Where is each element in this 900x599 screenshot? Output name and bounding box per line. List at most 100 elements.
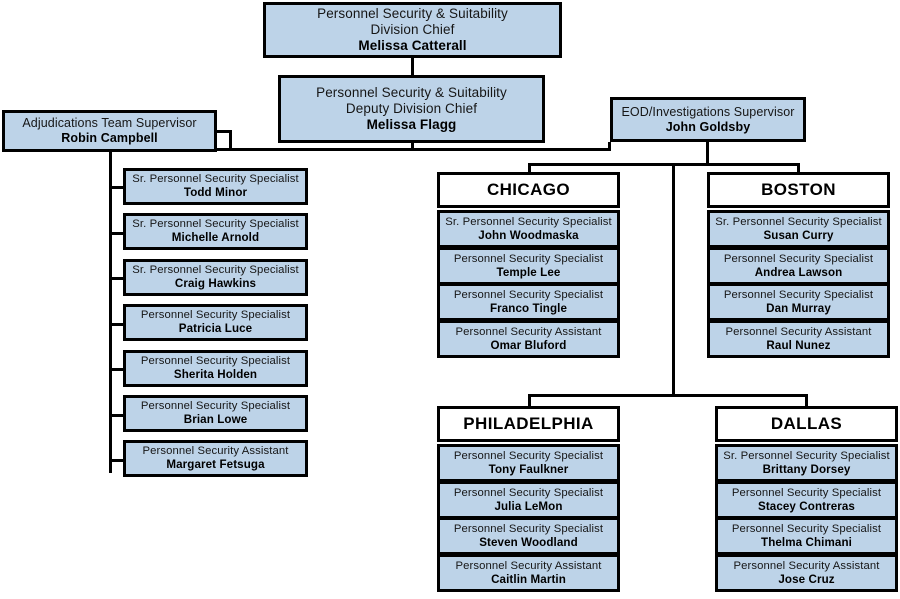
eod-supervisor-box[interactable]: EOD/Investigations Supervisor John Golds… xyxy=(610,97,806,142)
staff-title: Sr. Personnel Security Specialist xyxy=(132,264,299,276)
field-office-chicago: CHICAGO Sr. Personnel Security Specialist… xyxy=(437,172,620,358)
field-office-city-label: PHILADELPHIA xyxy=(463,413,594,433)
division-chief-box[interactable]: Personnel Security & Suitability Divisio… xyxy=(263,2,562,58)
connector-bus-lower xyxy=(528,394,808,397)
connector-adj-stub-1 xyxy=(109,186,125,189)
staff-title: Personnel Security Assistant xyxy=(142,445,289,457)
staff-name: Franco Tingle xyxy=(489,301,568,315)
field-office-header[interactable]: PHILADELPHIA xyxy=(437,406,620,442)
staff-name: Brian Lowe xyxy=(183,413,248,427)
field-office-philadelphia: PHILADELPHIA Personnel Security Specialis… xyxy=(437,406,620,592)
eod-supervisor-title: EOD/Investigations Supervisor xyxy=(621,104,795,119)
field-office-header[interactable]: CHICAGO xyxy=(437,172,620,208)
staff-name: Thelma Chimani xyxy=(761,535,852,549)
division-chief-title-line1: Personnel Security & Suitability xyxy=(317,6,508,22)
division-chief-name: Melissa Catterall xyxy=(358,37,467,53)
staff-title: Personnel Security Assistant xyxy=(455,559,602,572)
staff-name: Brittany Dorsey xyxy=(762,462,851,476)
staff-title: Personnel Security Specialist xyxy=(453,449,604,462)
deputy-name: Melissa Flagg xyxy=(366,116,457,132)
deputy-division-chief-box[interactable]: Personnel Security & Suitability Deputy … xyxy=(278,75,545,143)
staff-name: Jose Cruz xyxy=(778,572,835,586)
staff-name: Craig Hawkins xyxy=(174,277,257,291)
staff-title: Sr. Personnel Security Specialist xyxy=(132,173,299,185)
connector-adj-stub-3 xyxy=(109,277,125,280)
staff-title: Personnel Security Assistant xyxy=(455,325,602,338)
staff-name: Margaret Fetsuga xyxy=(166,458,265,472)
staff-title: Personnel Security Specialist xyxy=(723,252,874,265)
deputy-title-line2: Deputy Division Chief xyxy=(345,101,478,117)
connector-adjudications-drop xyxy=(229,130,232,151)
staff-name: Steven Woodland xyxy=(479,535,578,549)
staff-name: Raul Nunez xyxy=(766,338,831,352)
staff-title: Personnel Security Specialist xyxy=(453,486,604,499)
staff-title: Personnel Security Specialist xyxy=(723,288,874,301)
connector-adjudications-stub xyxy=(216,130,232,133)
field-office-city-label: BOSTON xyxy=(761,179,836,199)
connector-main-bus xyxy=(84,148,611,151)
staff-title: Sr. Personnel Security Specialist xyxy=(723,449,890,462)
staff-name: Patricia Luce xyxy=(178,322,253,336)
staff-title: Personnel Security Assistant xyxy=(733,559,880,572)
connector-adj-stub-4 xyxy=(109,323,125,326)
connector-chicago-drop xyxy=(528,163,531,174)
deputy-title-line1: Personnel Security & Suitability xyxy=(316,85,507,101)
connector-boston-drop xyxy=(797,163,800,174)
staff-name: Sherita Holden xyxy=(173,368,258,382)
staff-name: John Woodmaska xyxy=(478,228,579,242)
staff-name: Dan Murray xyxy=(766,301,831,315)
staff-name: Michelle Arnold xyxy=(171,231,260,245)
staff-name: Andrea Lawson xyxy=(754,265,843,279)
staff-title: Personnel Security Specialist xyxy=(731,486,882,499)
staff-title: Personnel Security Specialist xyxy=(453,252,604,265)
field-office-city-label: CHICAGO xyxy=(486,179,571,199)
connector-adj-stub-6 xyxy=(109,414,125,417)
staff-name: Todd Minor xyxy=(183,186,248,200)
adjudications-supervisor-box[interactable]: Adjudications Team Supervisor Robin Camp… xyxy=(2,110,217,152)
field-office-city-label: DALLAS xyxy=(770,413,843,433)
connector-bus-upper-right xyxy=(672,163,800,166)
staff-name: Susan Curry xyxy=(763,228,834,242)
staff-title: Personnel Security Specialist xyxy=(140,400,291,412)
staff-title: Sr. Personnel Security Specialist xyxy=(445,215,612,228)
division-chief-title-line2: Division Chief xyxy=(370,22,455,38)
field-office-header[interactable]: DALLAS xyxy=(715,406,898,442)
connector-eod-drop xyxy=(706,142,709,164)
staff-title: Personnel Security Assistant xyxy=(725,325,872,338)
eod-supervisor-name: John Goldsby xyxy=(665,119,751,134)
field-office-header[interactable]: BOSTON xyxy=(707,172,890,208)
connector-philadelphia-drop xyxy=(528,394,531,408)
adjudications-supervisor-name: Robin Campbell xyxy=(61,131,158,145)
staff-title: Sr. Personnel Security Specialist xyxy=(715,215,882,228)
connector-dallas-drop xyxy=(805,394,808,408)
staff-title: Sr. Personnel Security Specialist xyxy=(132,218,299,230)
staff-title: Personnel Security Specialist xyxy=(140,355,291,367)
